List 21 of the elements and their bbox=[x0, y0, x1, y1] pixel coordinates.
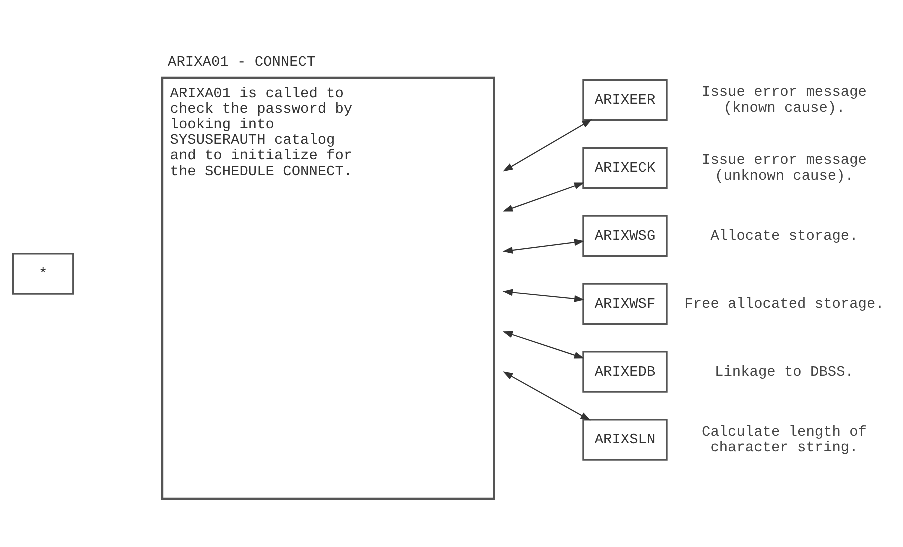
node-box: ARIXSLN bbox=[582, 418, 668, 460]
node-box: ARIXWSF bbox=[582, 282, 668, 324]
node-label: Calculate length of character string. bbox=[702, 424, 867, 456]
node-box: * bbox=[12, 252, 74, 294]
node-label: ARIXA01 - CONNECT bbox=[168, 54, 316, 71]
arrow bbox=[503, 119, 592, 172]
node-label: Issue error message (known cause). bbox=[702, 84, 867, 116]
node-label: Issue error message (unknown cause). bbox=[702, 152, 867, 184]
arrow bbox=[502, 182, 585, 212]
node-box: ARIXEDB bbox=[582, 350, 668, 392]
arrow bbox=[502, 330, 585, 358]
arrow bbox=[503, 371, 591, 420]
arrow bbox=[502, 288, 585, 302]
node-label: Allocate storage. bbox=[710, 228, 858, 244]
arrow bbox=[502, 238, 585, 254]
node-label: Linkage to DBSS. bbox=[715, 364, 854, 380]
node-box: ARIXECK bbox=[582, 146, 668, 189]
node-box: ARIXWSG bbox=[582, 214, 668, 257]
node-box: ARIXEER bbox=[582, 78, 668, 121]
node-box: ARIXA01 is called to check the password by looking into SYSUSERAUTH catalog and to initialize for the SCHEDULE CONNECT. bbox=[161, 76, 496, 500]
node-label: Free allocated storage. bbox=[684, 296, 884, 312]
